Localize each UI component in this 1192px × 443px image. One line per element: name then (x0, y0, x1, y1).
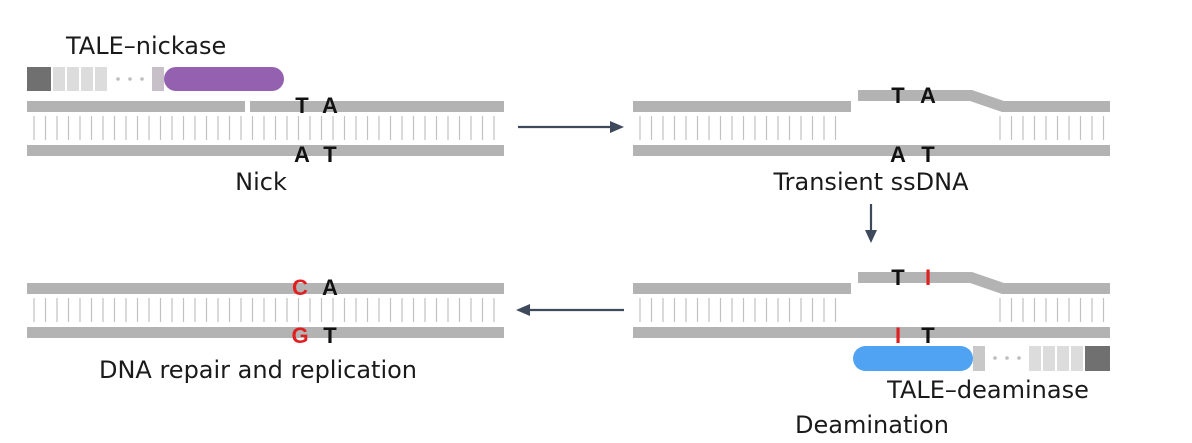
base-pair-rungs-right (999, 116, 1105, 140)
base-top-1-edited: C (292, 275, 308, 300)
arrow-to-ssdna (518, 121, 624, 133)
displaced-top-strand (858, 90, 1110, 112)
tale-repeat (1043, 346, 1055, 371)
base-bottom-2: T (323, 323, 337, 348)
base-top-2: A (322, 275, 338, 300)
tale-nickase-protein (27, 67, 284, 91)
base-bottom-2: T (921, 142, 935, 167)
dna-duplex-displaced (633, 90, 1110, 156)
ellipsis-dot (1017, 356, 1021, 360)
base-top-1: T (295, 93, 309, 118)
base-top-2: A (322, 93, 338, 118)
arrow-to-repair (516, 304, 624, 316)
top-strand-right (250, 101, 504, 112)
bottom-strand (633, 145, 1110, 156)
panel-transient-ssdna: T A A T Transient ssDNA (633, 83, 1110, 196)
tale-repeat (152, 67, 164, 91)
tale-repeat (67, 67, 79, 91)
ellipsis-dot (1005, 356, 1009, 360)
tale-deaminase-label: TALE–deaminase (886, 376, 1089, 404)
base-top-1: T (891, 83, 905, 108)
base-bottom-2: T (323, 142, 337, 167)
tale-repeat (973, 346, 985, 371)
base-bottom-2: T (921, 323, 935, 348)
top-strand (27, 283, 504, 294)
tale-repeat (1029, 346, 1041, 371)
panel-repair: C A G T DNA repair and replication (27, 275, 504, 384)
ellipsis-dot (140, 77, 144, 81)
repair-label: DNA repair and replication (99, 356, 417, 384)
top-strand-left (27, 101, 245, 112)
base-top-2: A (920, 83, 936, 108)
bottom-strand (27, 145, 504, 156)
base-bottom-1: A (890, 142, 906, 167)
tale-repeat (95, 67, 107, 91)
base-pair-rungs (33, 298, 495, 322)
base-pair-rungs (33, 116, 495, 140)
tale-repeat (1071, 346, 1083, 371)
transient-ssdna-label: Transient ssDNA (773, 168, 970, 196)
tale-repeat (81, 67, 93, 91)
base-pair-rungs-left (639, 116, 837, 140)
displaced-top-strand (858, 272, 1110, 294)
nick-label: Nick (235, 168, 287, 196)
panel-deamination: T I I T TALE–deaminase Deamination (633, 265, 1110, 439)
dna-duplex-repaired (27, 283, 504, 338)
base-bottom-1: A (294, 142, 310, 167)
arrow-to-deamination (865, 204, 877, 243)
base-pair-rungs-right (999, 298, 1105, 322)
dna-duplex-nicked (27, 101, 504, 156)
tale-repeat (1057, 346, 1069, 371)
top-strand-left (633, 283, 851, 294)
dna-duplex-deaminated (633, 272, 1110, 338)
base-top-2-edited: I (925, 265, 931, 290)
deaminase-domain (853, 346, 973, 371)
tale-nickase-label: TALE–nickase (65, 32, 226, 60)
tale-deaminase-protein (853, 346, 1110, 371)
ellipsis-dot (128, 77, 132, 81)
nickase-domain (164, 67, 284, 91)
tale-cterm-block (1085, 346, 1110, 371)
top-strand-left (633, 101, 851, 112)
base-pair-rungs-left (639, 298, 837, 322)
bottom-strand (27, 327, 504, 338)
tale-repeat (53, 67, 65, 91)
bottom-strand (633, 327, 1110, 338)
base-bottom-1-edited: G (291, 323, 308, 348)
ellipsis-dot (993, 356, 997, 360)
base-top-1: T (891, 265, 905, 290)
deamination-label: Deamination (795, 411, 949, 439)
tale-nterm-block (27, 67, 51, 91)
ellipsis-dot (116, 77, 120, 81)
base-bottom-1-edited: I (895, 323, 901, 348)
panel-nick: TALE–nickase T A A T Nick (27, 32, 504, 196)
